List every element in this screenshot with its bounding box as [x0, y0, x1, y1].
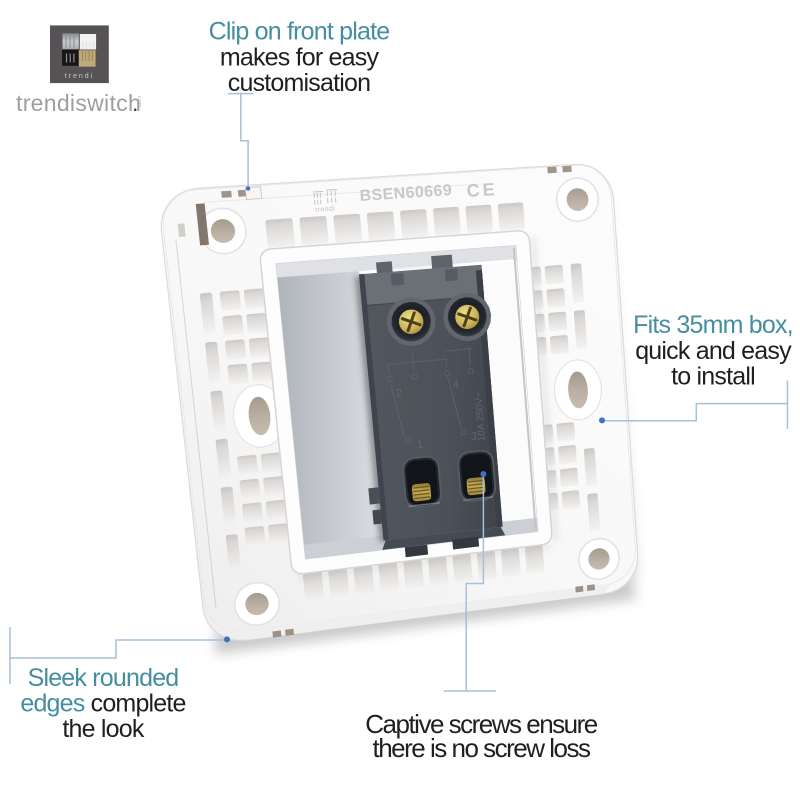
svg-text:edges complete: edges complete [20, 690, 185, 718]
svg-text:Fits 35mm box,: Fits 35mm box, [633, 311, 793, 339]
svg-text:customisation: customisation [228, 69, 370, 97]
svg-text:Clip on front plate: Clip on front plate [209, 18, 390, 46]
svg-text:.: . [132, 90, 138, 116]
svg-text:com: com [136, 96, 142, 108]
svg-text:trendi: trendi [65, 73, 95, 80]
svg-text:trendi: trendi [315, 206, 335, 214]
svg-text:4: 4 [452, 379, 459, 391]
svg-text:the look: the look [62, 715, 144, 743]
svg-text:to install: to install [671, 363, 755, 391]
svg-text:2: 2 [395, 388, 402, 400]
svg-text:CE: CE [466, 179, 498, 201]
svg-text:trendiswitch: trendiswitch [16, 90, 141, 116]
svg-text:Captive screws ensure: Captive screws ensure [365, 709, 598, 739]
svg-text:1: 1 [416, 439, 423, 451]
svg-text:10A 250V~: 10A 250V~ [474, 392, 488, 442]
svg-text:quick and easy: quick and easy [635, 337, 792, 365]
svg-text:Sleek rounded: Sleek rounded [28, 664, 179, 692]
svg-text:makes for easy: makes for easy [220, 43, 380, 71]
svg-text:3: 3 [470, 431, 477, 443]
svg-text:BSEN60669: BSEN60669 [359, 182, 452, 205]
svg-text:there is no screw loss: there is no screw loss [373, 733, 591, 763]
